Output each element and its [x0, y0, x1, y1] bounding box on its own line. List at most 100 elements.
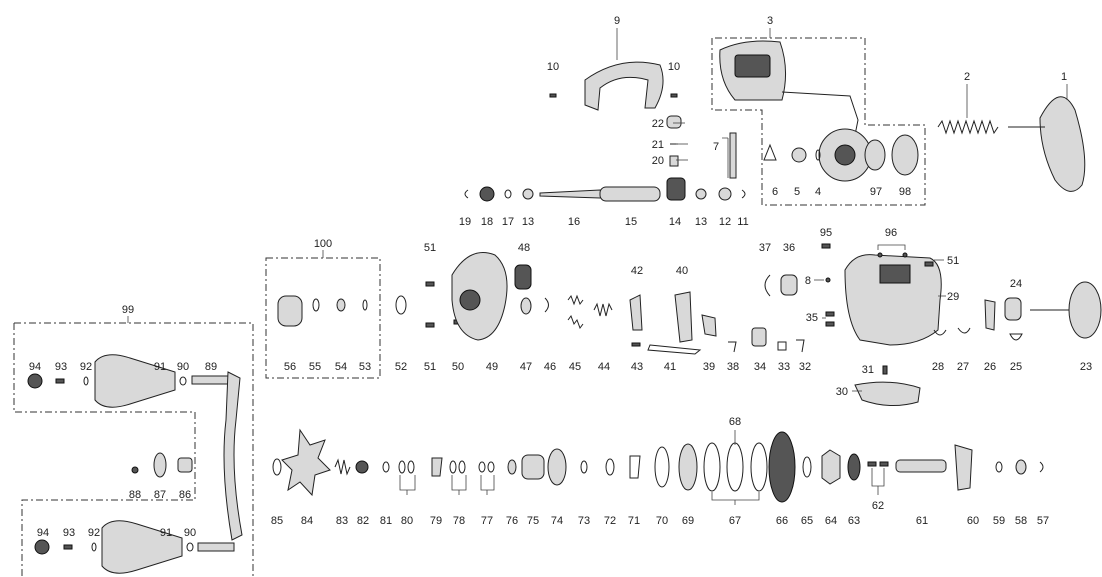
- label-16: 16: [568, 216, 580, 228]
- label-3: 3: [767, 15, 773, 27]
- part-52-shape: [395, 295, 407, 315]
- label-53: 53: [359, 361, 371, 373]
- label-88: 88: [129, 489, 141, 501]
- part-17-shape: [504, 189, 512, 199]
- part-93b-shape: [63, 544, 73, 550]
- part-25-shape: [1009, 333, 1023, 341]
- part-8-shape: [825, 277, 831, 283]
- part-39-shape: [701, 314, 717, 337]
- label-86: 86: [179, 489, 191, 501]
- part-80-shape: [398, 460, 406, 474]
- label-59: 59: [993, 515, 1005, 527]
- part-77-shape: [478, 461, 486, 473]
- label-20: 20: [652, 155, 664, 167]
- label-77: 77: [481, 515, 493, 527]
- label-41: 41: [664, 361, 676, 373]
- part-66-shape: [768, 431, 796, 503]
- label-58: 58: [1015, 515, 1027, 527]
- part-51b-shape: [425, 322, 435, 328]
- part-19-shape: [464, 189, 469, 199]
- label-45: 45: [569, 361, 581, 373]
- label-1: 1: [1061, 71, 1067, 83]
- label-56: 56: [284, 361, 296, 373]
- part-90b-shape: [186, 542, 194, 552]
- part-38-shape: [728, 341, 737, 353]
- label-6: 6: [772, 186, 778, 198]
- label-35: 35: [806, 312, 818, 324]
- label-25: 25: [1010, 361, 1022, 373]
- part-92a-shape: [83, 376, 89, 386]
- part-1-shape: [1039, 96, 1086, 192]
- part-90a-shape: [179, 376, 187, 386]
- label-63: 63: [848, 515, 860, 527]
- part-62-shape: [867, 461, 877, 467]
- label-23: 23: [1080, 361, 1092, 373]
- part-82-shape: [355, 460, 369, 474]
- label-4: 4: [815, 186, 821, 198]
- label-65: 65: [801, 515, 813, 527]
- part-9-shape: [584, 61, 664, 111]
- part-27-shape: [957, 327, 971, 334]
- label-5: 5: [794, 186, 800, 198]
- label-36: 36: [783, 242, 795, 254]
- label-7: 7: [713, 141, 719, 153]
- label-93a: 93: [55, 361, 67, 373]
- label-51a: 51: [424, 242, 436, 254]
- label-15: 15: [625, 216, 637, 228]
- part-47-shape: [520, 297, 532, 315]
- part-35-shape: [825, 311, 835, 317]
- part-24-shape: [1004, 297, 1022, 321]
- part-14-shape: [666, 177, 686, 201]
- label-74: 74: [551, 515, 563, 527]
- part-45-shape: [567, 294, 584, 330]
- leader-lines: [399, 28, 1068, 505]
- label-51b: 51: [424, 361, 436, 373]
- label-13b: 13: [695, 216, 707, 228]
- part-44-shape: [593, 302, 613, 317]
- label-14: 14: [669, 216, 681, 228]
- part-33-shape: [777, 341, 787, 351]
- label-60: 60: [967, 515, 979, 527]
- part-59-shape: [995, 461, 1003, 473]
- part-96-shape: [877, 252, 883, 258]
- label-94a: 94: [29, 361, 41, 373]
- label-49: 49: [486, 361, 498, 373]
- label-79: 79: [430, 515, 442, 527]
- label-47: 47: [520, 361, 532, 373]
- label-99: 99: [122, 304, 134, 316]
- part-60-shape: [954, 444, 973, 491]
- label-71: 71: [628, 515, 640, 527]
- part-36-shape: [780, 274, 798, 296]
- part-37-shape: [764, 274, 771, 297]
- label-18: 18: [481, 216, 493, 228]
- label-27: 27: [957, 361, 969, 373]
- label-9: 9: [614, 15, 620, 27]
- label-90b: 90: [184, 527, 196, 539]
- part-85-shape: [272, 458, 282, 476]
- part-40-shape: [674, 291, 693, 343]
- label-98: 98: [899, 186, 911, 198]
- label-73: 73: [578, 515, 590, 527]
- label-76: 76: [506, 515, 518, 527]
- label-22: 22: [652, 118, 664, 130]
- label-87: 87: [154, 489, 166, 501]
- label-46: 46: [544, 361, 556, 373]
- part-11-shape: [741, 189, 746, 199]
- label-100: 100: [314, 238, 332, 250]
- part-97-shape: [864, 139, 886, 171]
- part-93a-shape: [55, 378, 65, 384]
- part-74-shape: [547, 448, 567, 486]
- part-68-shape: [726, 442, 744, 492]
- label-13a: 13: [522, 216, 534, 228]
- label-37: 37: [759, 242, 771, 254]
- part-26-shape: [984, 299, 996, 331]
- part-shapes: [27, 40, 1102, 574]
- label-55: 55: [309, 361, 321, 373]
- part-73-shape: [580, 460, 588, 474]
- label-39: 39: [703, 361, 715, 373]
- label-54: 54: [335, 361, 347, 373]
- part-70-shape: [654, 446, 670, 488]
- part-15-shape: [599, 186, 661, 202]
- label-52: 52: [395, 361, 407, 373]
- label-12: 12: [719, 216, 731, 228]
